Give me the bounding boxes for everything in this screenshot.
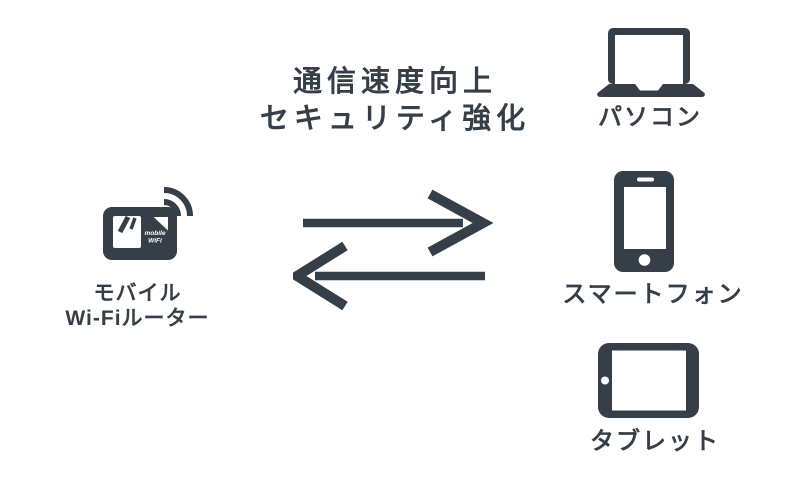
wifi-arc-inner [163, 199, 181, 217]
wifi-signal-icon [163, 187, 193, 217]
arrow-left [293, 241, 485, 311]
smartphone-icon [614, 171, 674, 272]
router-device-text-line2: WiFi [148, 238, 162, 245]
header-caption: 通信速度向上 セキュリティ強化 [235, 64, 555, 138]
arrow-right [303, 189, 493, 257]
router-screen-shine-2 [129, 217, 137, 230]
smartphone-home-button [638, 254, 651, 266]
router-label: モバイル Wi-Fiルーター [30, 281, 245, 331]
device-label-pc: パソコン [598, 104, 702, 131]
tablet-home-button [601, 376, 609, 385]
exchange-arrows-icon [293, 189, 493, 311]
tablet-icon [598, 343, 699, 418]
router-label-line2: Wi-Fiルーター [65, 307, 210, 330]
laptop-base-notch [635, 84, 663, 91]
router-device-text-line1: mobile [145, 230, 166, 237]
device-label-tablet: タブレット [590, 428, 720, 455]
mobile-wifi-router-icon: mobile WiFi [103, 187, 193, 260]
router-label-line1: モバイル [93, 282, 182, 305]
wifi-arc-outer [163, 187, 193, 217]
router-corner-triangle [153, 217, 168, 231]
tablet-screen [612, 350, 686, 411]
smartphone-speaker [637, 177, 654, 182]
laptop-screen [615, 35, 683, 84]
laptop-icon [597, 28, 705, 97]
header-line-2: セキュリティ強化 [259, 103, 531, 135]
router-screen-shine-1 [117, 215, 131, 234]
device-label-smartphone: スマートフォン [562, 281, 744, 308]
header-line-1: 通信速度向上 [292, 66, 497, 98]
smartphone-screen [624, 187, 666, 249]
